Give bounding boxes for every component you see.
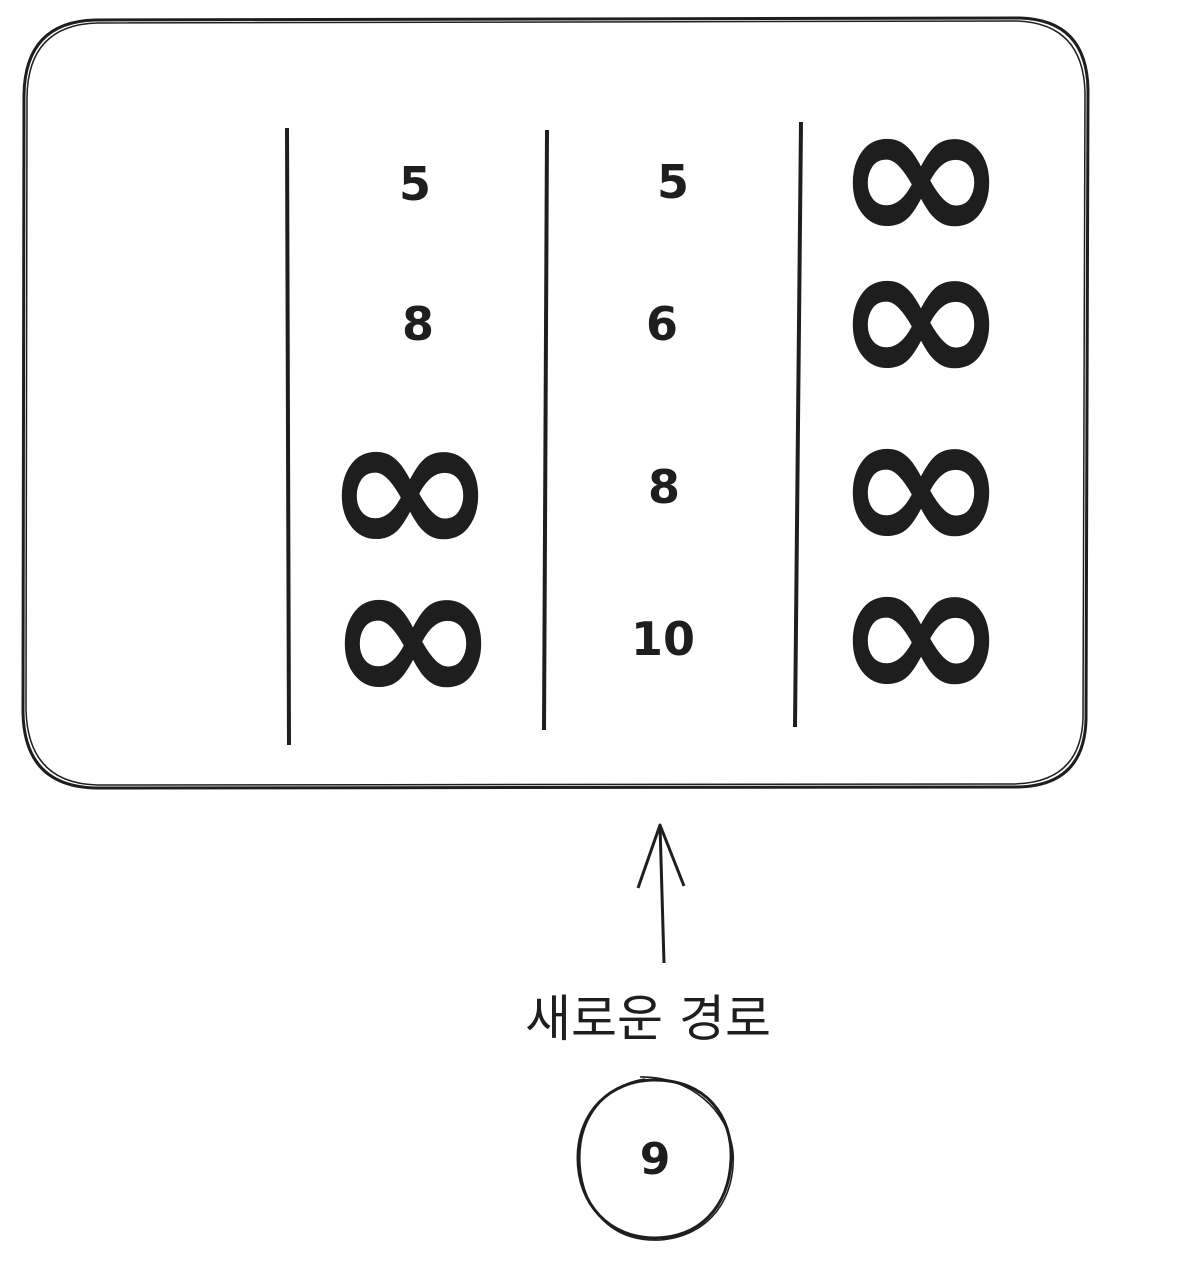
- table-cell: ∞: [323, 363, 498, 608]
- table-column-1: 5 8 ∞ ∞: [323, 157, 501, 756]
- table-cell: 10: [631, 612, 695, 666]
- table-column-3: ∞ ∞ ∞ ∞: [834, 50, 1009, 753]
- column-divider-1: [285, 127, 291, 746]
- table-cell: ∞: [834, 360, 1009, 605]
- table-cell: ∞: [834, 50, 1009, 295]
- table-cell: 8: [402, 297, 434, 351]
- arrow-up-icon: [636, 823, 686, 964]
- table-cell: 5: [399, 157, 431, 211]
- column-divider-2: [542, 129, 549, 731]
- column-dividers: [285, 121, 803, 746]
- distance-table-box: [21, 16, 1090, 790]
- table-cell: ∞: [326, 511, 501, 756]
- table-column-2: 5 6 8 10: [631, 155, 695, 666]
- table-cell: 5: [657, 155, 689, 209]
- column-divider-3: [793, 121, 803, 728]
- node-value: 9: [640, 1134, 671, 1185]
- table-cell: ∞: [834, 192, 1009, 437]
- table-cell: 8: [648, 460, 680, 514]
- node-circle: 9: [576, 1076, 734, 1241]
- table-cell: ∞: [834, 508, 1009, 753]
- new-path-label: 새로운 경로: [525, 990, 771, 1048]
- table-cell: 6: [646, 297, 678, 351]
